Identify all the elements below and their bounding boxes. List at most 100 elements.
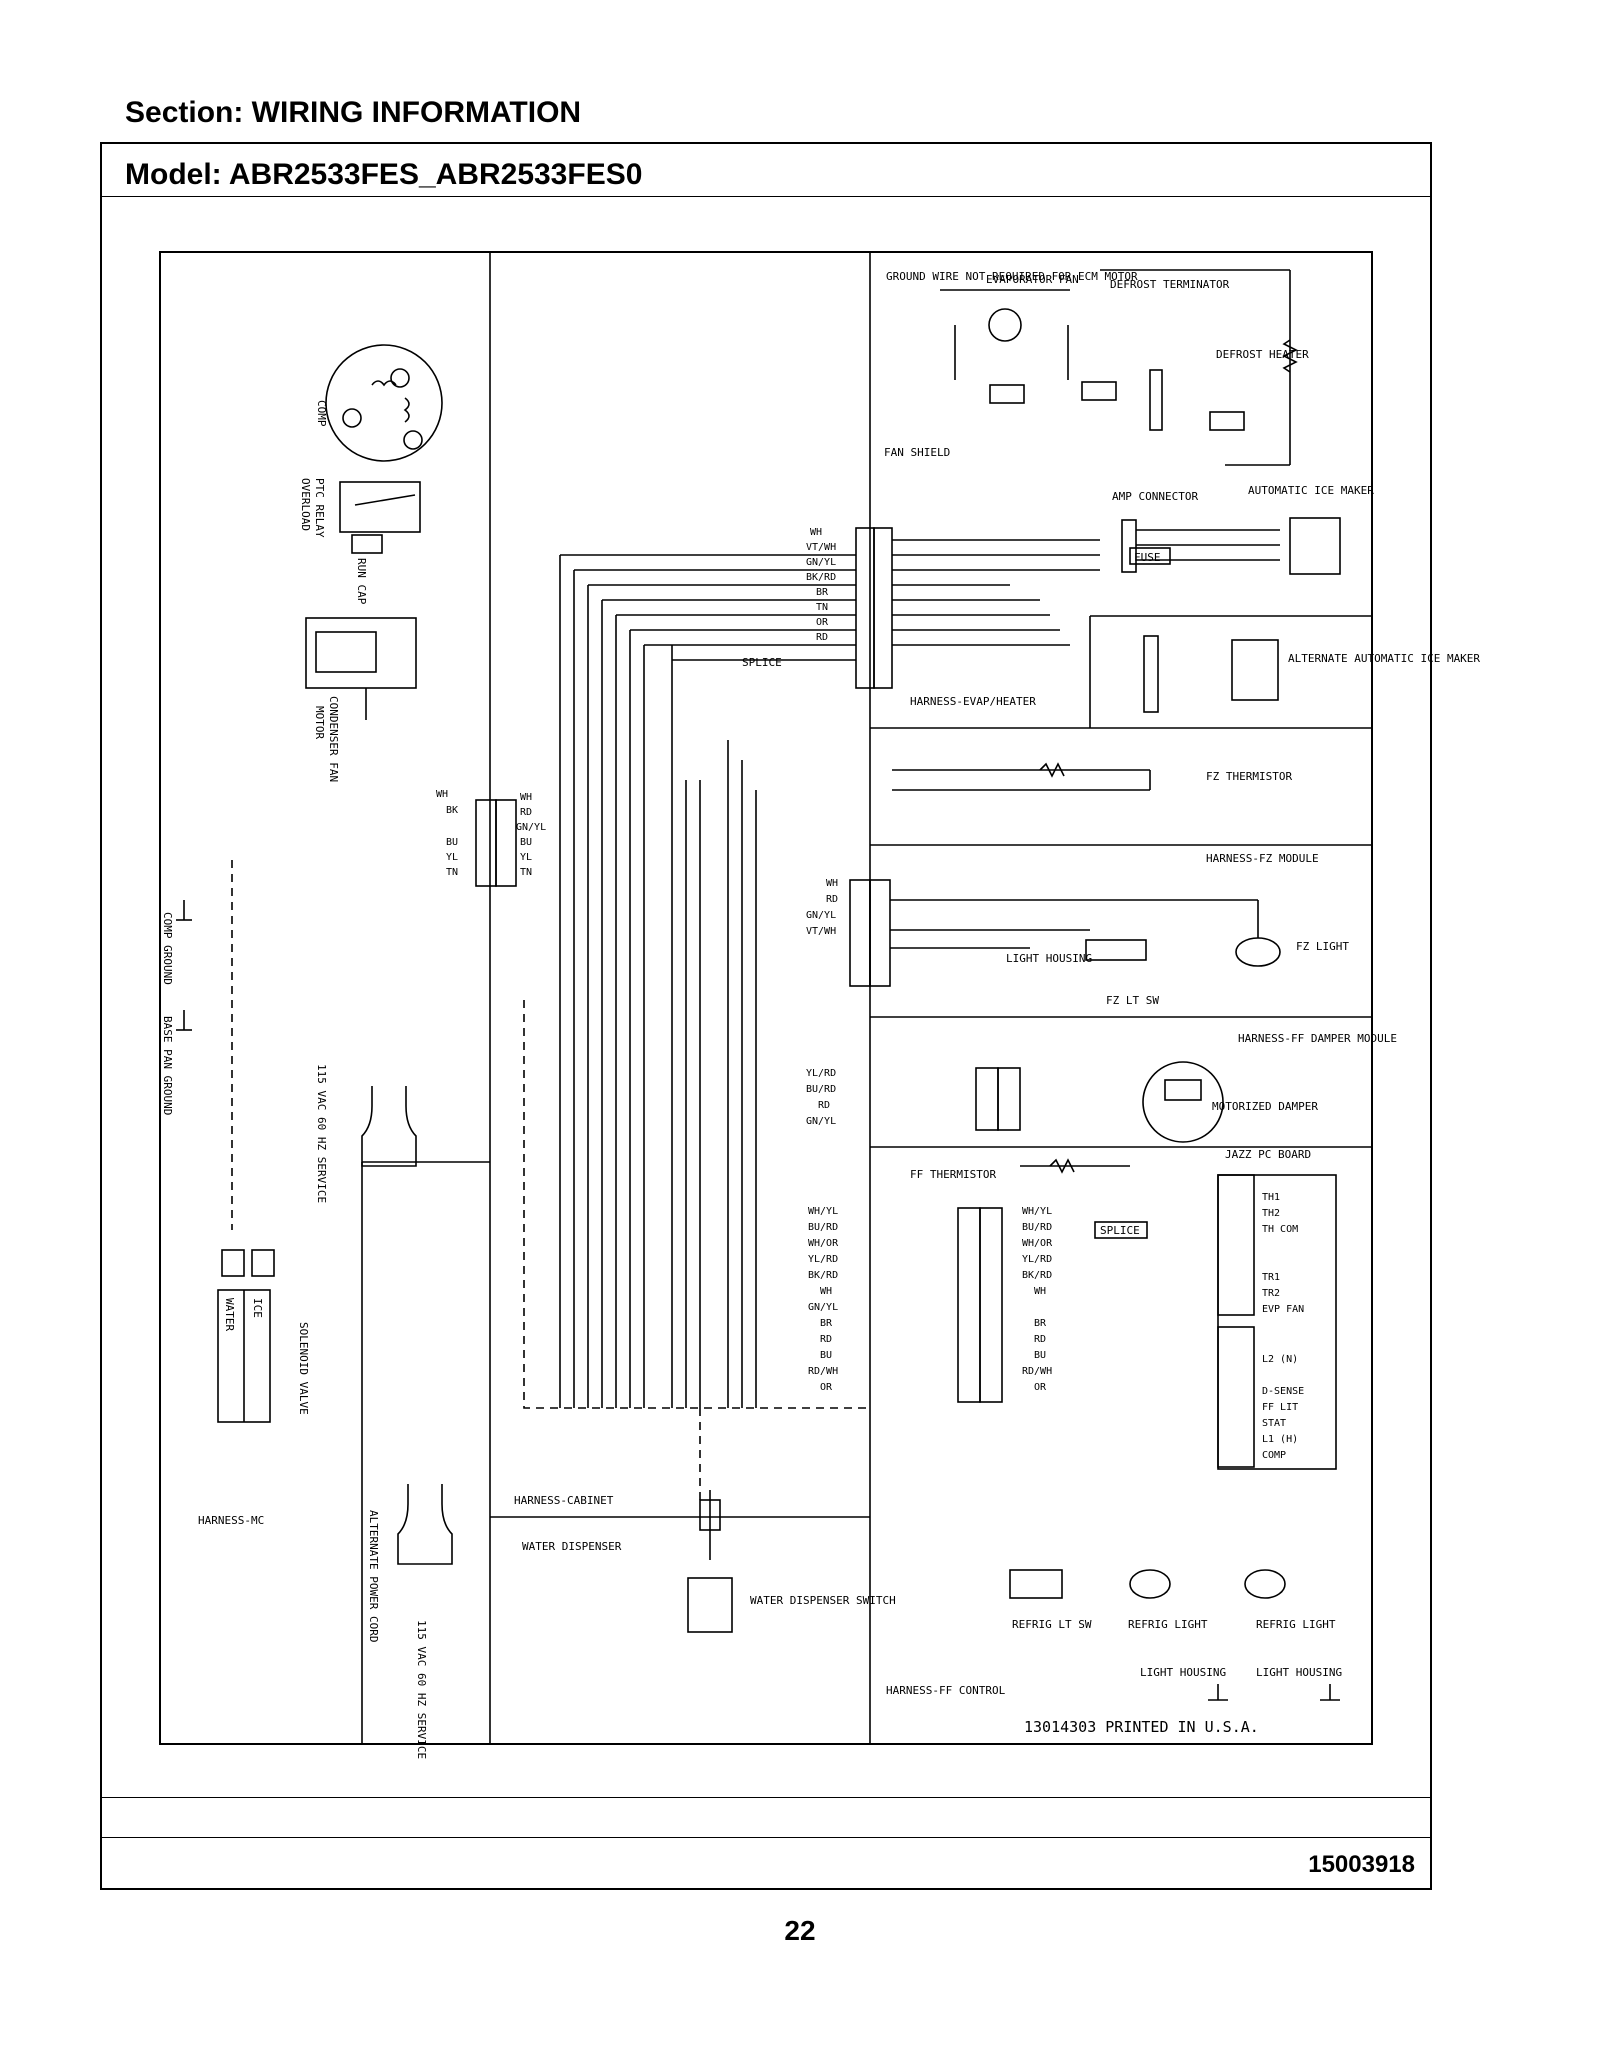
wire-code: VT/WH — [806, 542, 836, 553]
harness-evap-heater-label: HARNESS-EVAP/HEATER — [910, 695, 1036, 708]
jazz-pin-label: D-SENSE — [1262, 1386, 1304, 1397]
ptc-relay-label: PTC RELAY — [313, 478, 326, 538]
run-cap-label: RUN CAP — [355, 558, 368, 605]
wire-code: WH/YL — [808, 1206, 838, 1217]
wire-code: RD — [520, 807, 532, 818]
wire-code: YL — [520, 852, 532, 863]
alt-ice-maker-label: ALTERNATE AUTOMATIC ICE MAKER — [1288, 652, 1480, 665]
model-title: Model: ABR2533FES_ABR2533FES0 — [125, 158, 643, 191]
wire-code: TN — [816, 602, 828, 613]
wire-code: YL/RD — [806, 1068, 836, 1079]
defrost-terminator-label: DEFROST TERMINATOR — [1110, 278, 1230, 291]
ice-valve-label: ICE — [251, 1298, 264, 1318]
wire-code: WH — [826, 878, 838, 889]
alt-service-cord-label: 115 VAC 60 HZ SERVICE — [415, 1620, 428, 1759]
wire-code: RD — [816, 632, 828, 643]
model-divider — [100, 196, 1432, 197]
jazz-pin-label: TH2 — [1262, 1208, 1280, 1219]
jazz-pin-label: L1 (H) — [1262, 1434, 1298, 1445]
ff-thermistor-label: FF THERMISTOR — [910, 1168, 996, 1181]
wire-code: BU — [446, 837, 458, 848]
refrig-light-left-label: REFRIG LIGHT — [1128, 1618, 1208, 1631]
wire-code: VT/WH — [806, 926, 836, 937]
service-cord-label: 115 VAC 60 HZ SERVICE — [315, 1064, 328, 1203]
solenoid-valve-label: SOLENOID VALVE — [297, 1322, 310, 1415]
jazz-pin-label: TR2 — [1262, 1288, 1280, 1299]
wire-code: RD/WH — [808, 1366, 838, 1377]
wire-code: BU — [1034, 1350, 1046, 1361]
wire-code: WH/YL — [1022, 1206, 1052, 1217]
wire-code: BK — [446, 805, 458, 816]
evap-fan-label: EVAPORATOR FAN — [986, 273, 1079, 286]
jazz-pin-label: TH COM — [1262, 1224, 1298, 1235]
fuse-label: FUSE — [1134, 551, 1161, 564]
water-dispenser-label: WATER DISPENSER — [522, 1540, 622, 1553]
wire-code: TN — [446, 867, 458, 878]
refrig-light-right-label: REFRIG LIGHT — [1256, 1618, 1336, 1631]
harness-cabinet-label: HARNESS-CABINET — [514, 1494, 614, 1507]
page-frame — [100, 142, 1432, 1890]
harness-ff-damper-label: HARNESS-FF DAMPER MODULE — [1238, 1032, 1397, 1045]
wire-code: WH/OR — [808, 1238, 839, 1249]
light-housing-label: LIGHT HOUSING — [1006, 952, 1092, 965]
wire-code: BR — [1034, 1318, 1047, 1329]
defrost-heater-label: DEFROST HEATER — [1216, 348, 1309, 361]
wire-code: BU/RD — [1022, 1222, 1052, 1233]
wire-code: BR — [820, 1318, 833, 1329]
comp-ground-label: COMP GROUND — [161, 912, 174, 985]
wire-code: GN/YL — [806, 557, 836, 568]
jazz-pin-label: COMP — [1262, 1450, 1286, 1461]
wire-code: BU — [520, 837, 532, 848]
wire-code: BU/RD — [808, 1222, 838, 1233]
wire-code: BK/RD — [806, 572, 836, 583]
wire-code: WH — [820, 1286, 832, 1297]
ground-note-label: GROUND WIRE NOT REQUIRED FOR ECM MOTOR — [886, 270, 1138, 283]
printed-note: 13014303 PRINTED IN U.S.A. — [1024, 1718, 1259, 1736]
wire-code: WH — [436, 789, 448, 800]
wire-code: YL — [446, 852, 458, 863]
document-number: 15003918 — [1308, 1851, 1415, 1878]
wire-code: OR — [816, 617, 829, 628]
wire-code: GN/YL — [808, 1302, 838, 1313]
harness-mc-label: HARNESS-MC — [198, 1514, 264, 1527]
fz-lt-sw-label: FZ LT SW — [1106, 994, 1159, 1007]
base-pan-ground-label: BASE PAN GROUND — [161, 1016, 174, 1115]
fz-light-label: FZ LIGHT — [1296, 940, 1349, 953]
wire-code: OR — [820, 1382, 833, 1393]
wire-code: RD — [820, 1334, 832, 1345]
wire-code: WH/OR — [1022, 1238, 1053, 1249]
harness-ff-control-label: HARNESS-FF CONTROL — [886, 1684, 1006, 1697]
section-title: Section: WIRING INFORMATION — [125, 96, 582, 129]
wire-code: YL/RD — [808, 1254, 838, 1265]
condenser-motor-label: MOTOR — [313, 706, 326, 739]
wire-code: BU — [820, 1350, 832, 1361]
footer-divider-lower — [100, 1837, 1432, 1838]
wire-code: RD/WH — [1022, 1366, 1052, 1377]
page-number: 22 — [784, 1915, 816, 1946]
overload-label: OVERLOAD — [299, 478, 312, 531]
refrig-lt-sw-label: REFRIG LT SW — [1012, 1618, 1092, 1631]
wire-code: TN — [520, 867, 532, 878]
wire-code: RD — [826, 894, 838, 905]
wire-code: WH — [520, 792, 532, 803]
wire-code: RD — [1034, 1334, 1046, 1345]
water-dispenser-switch-label: WATER DISPENSER SWITCH — [750, 1594, 896, 1607]
light-housing-left-label: LIGHT HOUSING — [1140, 1666, 1226, 1679]
water-valve-label: WATER — [223, 1298, 236, 1331]
wire-code: BK/RD — [808, 1270, 838, 1281]
fz-thermistor-label: FZ THERMISTOR — [1206, 770, 1292, 783]
wire-code: GN/YL — [516, 822, 546, 833]
wire-code: RD — [818, 1100, 830, 1111]
wire-code: GN/YL — [806, 910, 836, 921]
wire-code: WH — [1034, 1286, 1046, 1297]
jazz-pin-label: L2 (N) — [1262, 1354, 1298, 1365]
condenser-fan-label: CONDENSER FAN — [327, 696, 340, 782]
ff-splice-label: SPLICE — [1100, 1224, 1140, 1237]
fan-shield-label: FAN SHIELD — [884, 446, 950, 459]
alt-power-cord-label: ALTERNATE POWER CORD — [367, 1510, 380, 1642]
footer-divider-upper — [100, 1797, 1432, 1798]
motorized-damper-label: MOTORIZED DAMPER — [1212, 1100, 1318, 1113]
amp-connector-label: AMP CONNECTOR — [1112, 490, 1198, 503]
wire-code: WH — [810, 527, 822, 538]
